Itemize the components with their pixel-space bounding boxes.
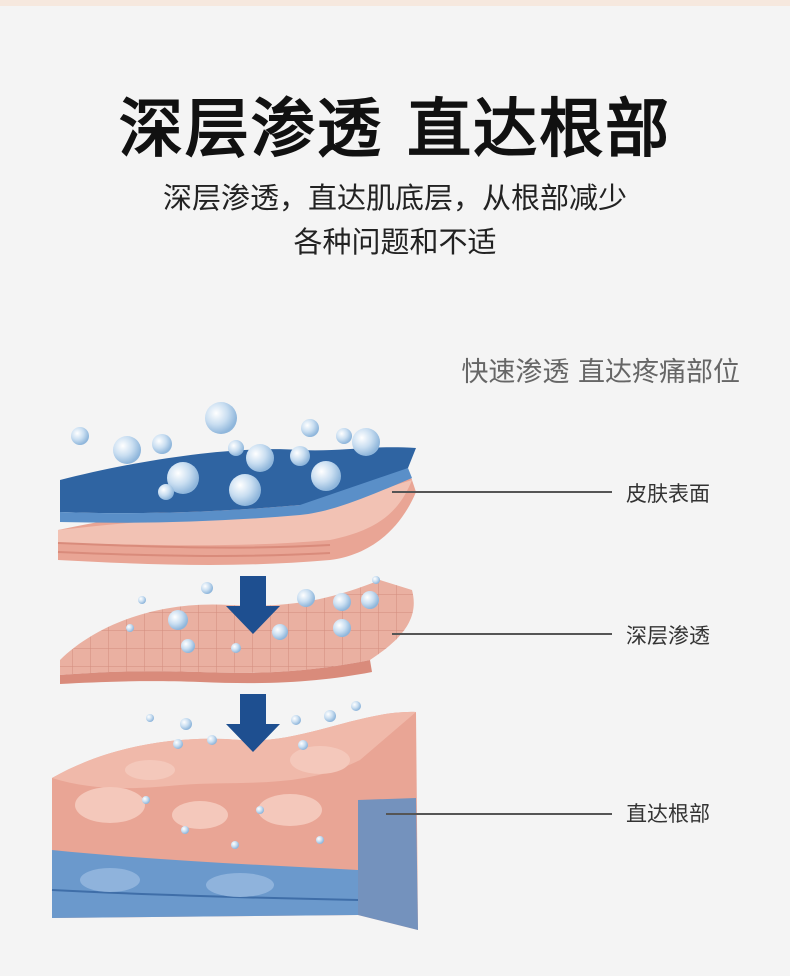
deep-penetration-layer [60, 580, 414, 684]
subtitle-line-1: 深层渗透，直达肌底层，从根部减少 [162, 181, 627, 215]
skin-surface-layer [57, 447, 416, 565]
down-arrow-icon [226, 694, 280, 752]
down-arrow-icon [226, 576, 280, 634]
tagline: 快速渗透 直达疼痛部位 [461, 357, 740, 388]
skin-layers-illustration [51, 402, 612, 930]
bubbles [71, 402, 380, 849]
top-strip [0, 0, 790, 6]
label-deep-penetration: 深层渗透 [626, 624, 710, 648]
subtitle: 深层渗透，直达肌底层，从根部减少 各种问题和不适 [95, 176, 695, 264]
label-root: 直达根部 [626, 802, 710, 826]
page-title: 深层渗透 直达根部 [118, 93, 672, 167]
label-skin-surface: 皮肤表面 [626, 482, 710, 506]
subtitle-line-2: 各种问题和不适 [293, 225, 497, 259]
root-layer [51, 711, 418, 930]
